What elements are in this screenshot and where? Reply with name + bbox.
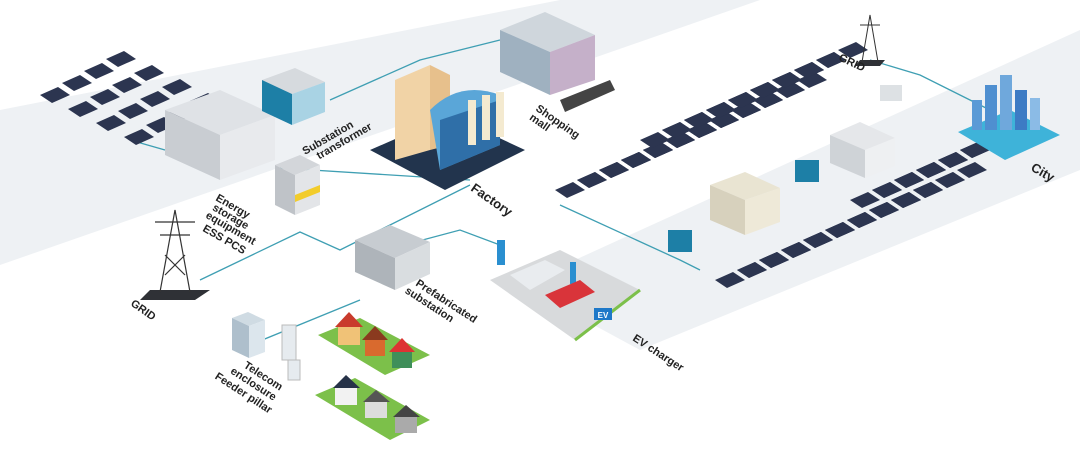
solar-panel-icon — [737, 262, 767, 278]
shopping-mall-icon — [500, 12, 615, 112]
label-telecom: Telecom enclosure Feeder pillar — [213, 359, 285, 416]
solar-panel-icon — [957, 162, 987, 178]
label-shopping-mall: Shopping mall — [527, 103, 582, 142]
label-ess: Energy storage equipment ESS PCS — [200, 192, 257, 257]
solar-panel-icon — [728, 92, 758, 108]
transmission-tower-icon — [855, 14, 885, 66]
house-icon — [318, 312, 430, 375]
solar-panel-icon — [68, 101, 98, 117]
solar-panel-icon — [134, 65, 164, 81]
solar-panel-icon — [753, 92, 783, 108]
solar-panel-icon — [816, 52, 846, 68]
solar-panel-icon — [40, 87, 70, 103]
solar-array-right — [555, 42, 1034, 288]
solar-panel-icon — [935, 172, 965, 188]
solar-panel-icon — [577, 172, 607, 188]
prefab-substation-icon — [355, 225, 430, 290]
solar-panel-icon — [96, 115, 126, 131]
solar-panel-icon — [772, 72, 802, 88]
solar-panel-icon — [599, 162, 629, 178]
solar-panel-icon — [869, 202, 899, 218]
solar-panel-icon — [938, 152, 968, 168]
label-prefab-substation: Prefabricated substation — [403, 277, 479, 325]
transformer-icon — [668, 85, 902, 252]
solar-panel-icon — [803, 232, 833, 248]
label-grid-left: GRID — [128, 298, 157, 324]
solar-panel-icon — [687, 122, 717, 138]
car-icon — [510, 260, 595, 308]
solar-panel-icon — [891, 192, 921, 208]
solar-panel-icon — [84, 63, 114, 79]
solar-panel-icon — [781, 242, 811, 258]
solar-panel-icon — [775, 82, 805, 98]
solar-panel-icon — [715, 272, 745, 288]
label-factory: Factory — [468, 180, 516, 220]
energy-storage-cabinet-icon — [165, 90, 275, 180]
transformer-icon — [262, 68, 325, 125]
ground-band-left — [0, 0, 760, 265]
solar-panel-icon — [731, 102, 761, 118]
solar-panel-icon — [913, 182, 943, 198]
solar-panel-icon — [665, 132, 695, 148]
solar-panel-icon — [643, 142, 673, 158]
solar-panel-icon — [112, 77, 142, 93]
transmission-tower-icon — [140, 209, 210, 300]
factory-icon — [370, 65, 525, 190]
telecom-enclosure-icon — [232, 312, 301, 381]
solar-panel-icon — [847, 212, 877, 228]
solar-panel-icon — [124, 129, 154, 145]
solar-panel-icon — [140, 91, 170, 107]
solar-panel-icon — [916, 162, 946, 178]
solar-panel-icon — [850, 192, 880, 208]
ev-sign — [594, 308, 612, 320]
solar-panel-icon — [684, 112, 714, 128]
solar-panel-icon — [162, 79, 192, 95]
solar-panel-icon — [750, 82, 780, 98]
house-icon — [315, 375, 430, 440]
solar-panel-icon — [894, 172, 924, 188]
solar-panel-icon — [662, 122, 692, 138]
solar-panel-icon — [555, 182, 585, 198]
solar-panel-icon — [825, 222, 855, 238]
solar-panel-icon — [838, 42, 868, 58]
solar-panel-icon — [106, 51, 136, 67]
solar-panel-icon — [709, 112, 739, 128]
solar-panel-icon — [640, 132, 670, 148]
solar-panel-icon — [62, 75, 92, 91]
solar-panel-icon — [90, 89, 120, 105]
solar-panel-icon — [621, 152, 651, 168]
solar-panel-icon — [118, 103, 148, 119]
solar-panel-icon — [797, 72, 827, 88]
solar-panel-icon — [759, 252, 789, 268]
solar-panel-icon — [872, 182, 902, 198]
energy-storage-cabinet-icon — [710, 122, 895, 235]
city-icon — [958, 75, 1060, 160]
ev-sign-label: EV — [598, 311, 609, 320]
pcs-cabinet-icon — [275, 155, 320, 215]
ground-band-right — [520, 30, 1080, 350]
solar-panel-icon — [794, 62, 824, 78]
solar-panel-icon — [706, 102, 736, 118]
